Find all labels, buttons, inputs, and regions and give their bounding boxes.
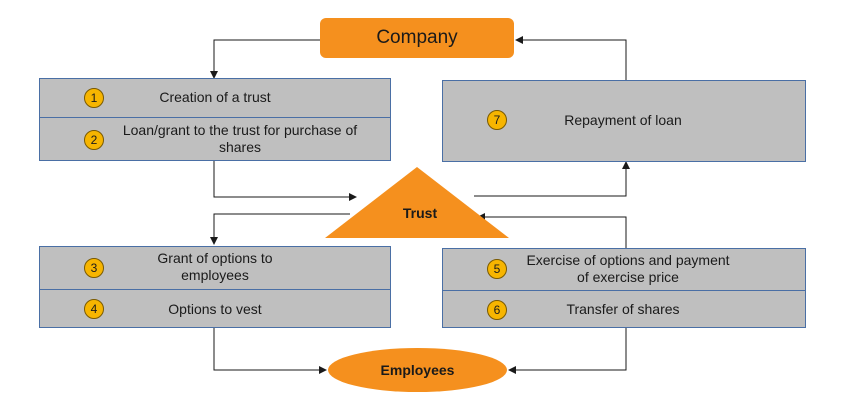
arrow-trust-to-grant <box>210 213 350 245</box>
arrow-exercise-to-trust <box>477 213 627 248</box>
step-row-1: 1 Creation of a trust <box>40 79 390 117</box>
exercise-box: 5 Exercise of options and payment of exe… <box>442 248 806 328</box>
step-number-badge: 7 <box>487 110 507 130</box>
trust-label: Trust <box>402 205 438 221</box>
step-row-4: 4 Options to vest <box>40 289 390 328</box>
step-row-2: 2 Loan/grant to the trust for purchase o… <box>40 117 390 161</box>
company-node: Company <box>320 18 514 58</box>
step-number-badge: 4 <box>84 299 104 319</box>
repayment-box: 7 Repayment of loan <box>442 80 806 162</box>
step-row-3: 3 Grant of options to employees <box>40 247 390 289</box>
step-label: Grant of options to employees <box>157 250 273 283</box>
step-row-6: 6 Transfer of shares <box>443 290 805 328</box>
arrow-vest-to-employees <box>213 328 327 374</box>
trust-triangle <box>325 167 509 238</box>
step-number-badge: 6 <box>487 300 507 320</box>
step-label: Options to vest <box>168 301 262 317</box>
step-number-badge: 1 <box>84 88 104 108</box>
employees-node: Employees <box>328 348 507 392</box>
arrow-transfer-to-employees <box>508 328 627 374</box>
step-number-badge: 5 <box>487 259 507 279</box>
trust-setup-box: 1 Creation of a trust 2 Loan/grant to th… <box>39 78 391 161</box>
step-label: Creation of a trust <box>159 89 271 105</box>
step-label: Transfer of shares <box>566 301 680 317</box>
step-row-5: 5 Exercise of options and payment of exe… <box>443 249 805 290</box>
step-label: Repayment of loan <box>564 112 682 128</box>
options-grant-box: 3 Grant of options to employees 4 Option… <box>39 246 391 328</box>
step-label: Loan/grant to the trust for purchase of … <box>122 122 358 155</box>
step-label: Exercise of options and payment of exerc… <box>526 252 730 285</box>
arrow-company-to-trust-setup <box>210 39 320 79</box>
arrow-repayment-to-company <box>515 36 627 80</box>
step-number-badge: 2 <box>84 130 104 150</box>
arrow-trust-to-repayment <box>474 161 630 197</box>
arrow-loan-to-trust <box>213 161 357 201</box>
step-number-badge: 3 <box>84 258 104 278</box>
